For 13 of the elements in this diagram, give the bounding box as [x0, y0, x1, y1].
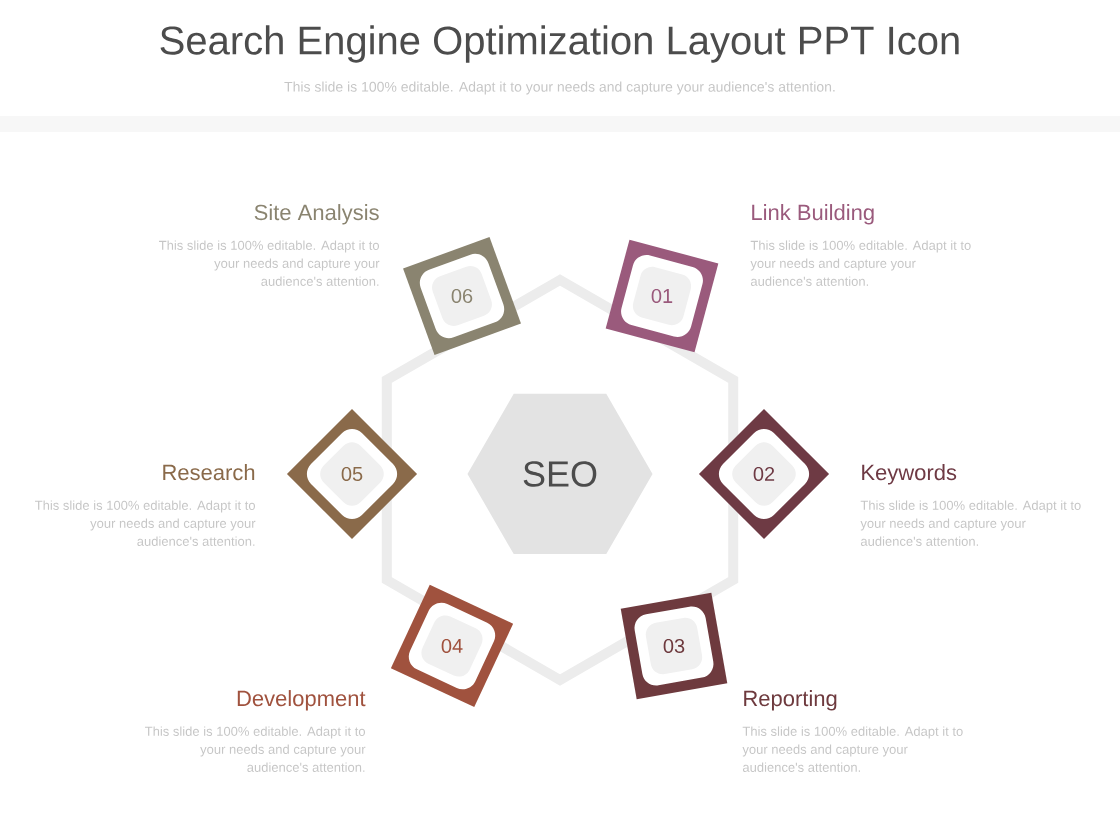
heading: Development	[237, 690, 366, 711]
number-badge: 02	[698, 408, 830, 540]
number-badge: 01	[605, 239, 719, 353]
number-badge: 03	[620, 592, 728, 700]
heading: Link Building	[752, 204, 874, 225]
number-badge: 06	[403, 237, 521, 355]
heading: Reporting	[744, 690, 837, 711]
number-badge: 04	[390, 584, 514, 708]
heading: Research	[163, 464, 255, 481]
heading: Keywords	[862, 464, 957, 485]
title: Search Engine Optimization Layout PPT Icon	[160, 25, 959, 63]
heading: Site Analysis	[254, 204, 379, 225]
number-badge: 05	[286, 408, 418, 540]
